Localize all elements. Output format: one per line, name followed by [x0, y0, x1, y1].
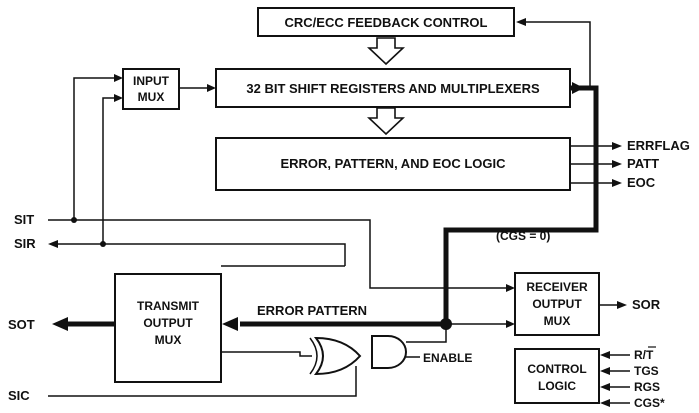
eoc-label: EOC [627, 175, 656, 190]
sit-label: SIT [14, 212, 34, 227]
control-logic-block: CONTROL LOGIC [514, 348, 600, 404]
crc-ecc-label: CRC/ECC FEEDBACK CONTROL [285, 15, 488, 30]
error-pattern-label: ERROR PATTERN [257, 303, 367, 318]
sir-label: SIR [14, 236, 36, 251]
and-gate [371, 335, 407, 369]
control-logic-label-line2: LOGIC [538, 379, 576, 393]
cgs-note: (CGS = 0) [496, 229, 550, 243]
error-logic-block: ERROR, PATTERN, AND EOC LOGIC [215, 137, 571, 191]
errflag-label: ERRFLAG [627, 138, 690, 153]
control-input-rgs: RGS [634, 380, 660, 394]
receiver-mux-label-line2: OUTPUT [532, 297, 582, 311]
shift-register-block: 32 BIT SHIFT REGISTERS AND MULTIPLEXERS [215, 68, 571, 108]
input-mux-label-line1: INPUT [133, 74, 170, 88]
crc-ecc-feedback-block: CRC/ECC FEEDBACK CONTROL [257, 7, 515, 37]
transmit-mux-label-line1: TRANSMIT [137, 299, 200, 313]
input-mux-block: INPUT MUX [122, 68, 180, 110]
shift-to-error-arrow [366, 107, 406, 136]
error-pattern-arrow [222, 317, 238, 331]
bus-arrow-right [572, 82, 584, 94]
connection-wires [48, 18, 630, 407]
patt-label: PATT [627, 156, 659, 171]
control-input-rt: R/T [634, 348, 654, 362]
receiver-output-mux-block: RECEIVER OUTPUT MUX [514, 272, 600, 336]
shift-register-label: 32 BIT SHIFT REGISTERS AND MULTIPLEXERS [246, 81, 540, 96]
sot-arrow [52, 317, 68, 331]
control-logic-label-line1: CONTROL [527, 362, 586, 376]
receiver-mux-label-line1: RECEIVER [526, 280, 588, 294]
transmit-output-mux-block: TRANSMIT OUTPUT MUX [114, 273, 222, 383]
xor-gate [309, 336, 362, 376]
control-input-tgs: TGS [634, 364, 659, 378]
error-logic-label: ERROR, PATTERN, AND EOC LOGIC [280, 156, 506, 171]
signal-labels: ERRFLAG PATT EOC SIT SIR SOT SIC SOR (CG… [8, 138, 690, 410]
input-mux-label-line2: MUX [138, 90, 165, 104]
transmit-mux-label-line3: MUX [155, 333, 182, 347]
receiver-mux-label-line3: MUX [544, 314, 571, 328]
enable-label: ENABLE [423, 351, 472, 365]
transmit-mux-label-line2: OUTPUT [143, 316, 193, 330]
bus-junction-node [440, 318, 452, 330]
sor-label: SOR [632, 297, 661, 312]
sic-label: SIC [8, 388, 30, 403]
heavy-buses [52, 82, 599, 331]
control-input-cgs: CGS* [634, 396, 665, 410]
sot-label: SOT [8, 317, 35, 332]
crc-to-shift-arrow [366, 37, 406, 66]
